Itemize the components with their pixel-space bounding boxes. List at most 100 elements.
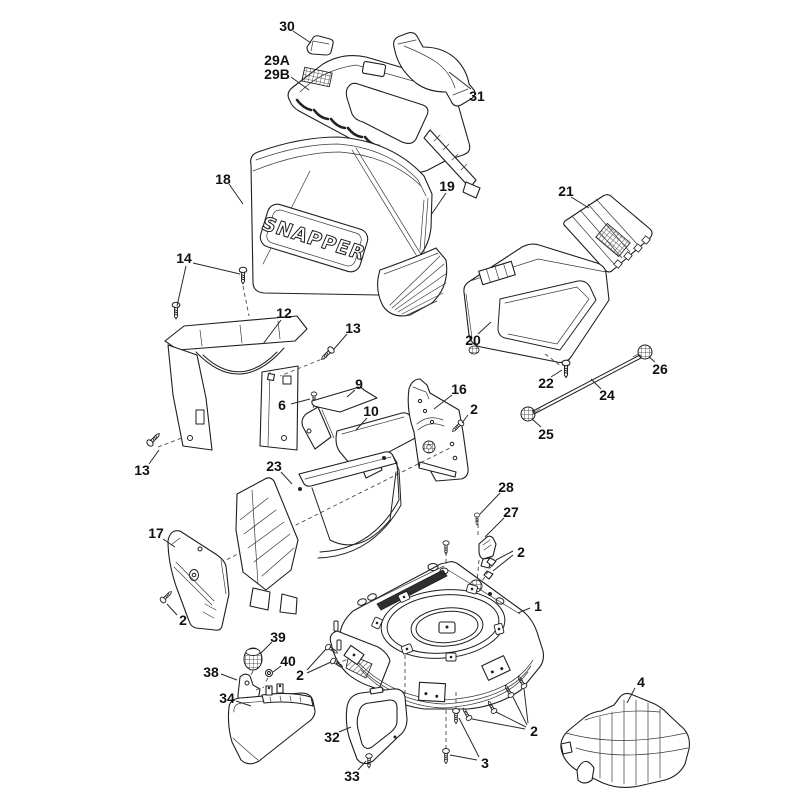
callout-6: 6 <box>278 397 286 413</box>
callout-38: 38 <box>203 664 219 680</box>
callout-2d: 2 <box>296 667 304 683</box>
callout-39: 39 <box>270 629 286 645</box>
leader-line-16 <box>433 394 453 410</box>
callout-10: 10 <box>363 403 379 419</box>
leader-line-28 <box>479 492 501 515</box>
callout-32: 32 <box>324 729 340 745</box>
leader-line-31 <box>448 71 472 90</box>
callout-24: 24 <box>599 387 615 403</box>
callout-29A: 29A <box>264 52 290 68</box>
leader-line-14 <box>176 265 187 307</box>
leader-line-2e <box>471 718 526 730</box>
leader-line-6 <box>290 398 311 405</box>
part-23-engine-mount-frame <box>207 446 453 615</box>
leader-line-29B <box>290 76 310 91</box>
leader-line-4 <box>626 687 636 704</box>
callout-34: 34 <box>219 690 235 706</box>
leader-line-30 <box>292 30 312 44</box>
callout-17: 17 <box>148 525 164 541</box>
part-3-screws <box>442 692 460 765</box>
leader-line-2d <box>306 648 327 671</box>
callout-27: 27 <box>503 504 519 520</box>
part-22-screw <box>561 359 571 379</box>
callout-16: 16 <box>451 381 467 397</box>
callout-13b: 13 <box>134 462 150 478</box>
leader-line-40 <box>272 665 282 673</box>
leader-line-2e <box>495 711 527 728</box>
callout-2b: 2 <box>517 544 525 560</box>
callout-31: 31 <box>469 88 485 104</box>
leader-line-34 <box>235 700 252 707</box>
part-17-side-plate-left <box>167 530 230 631</box>
callout-33: 33 <box>344 768 360 784</box>
leader-line-14 <box>192 262 241 275</box>
part-14-screws <box>171 266 250 320</box>
leader-line-18 <box>228 183 244 205</box>
callout-18: 18 <box>215 171 231 187</box>
leader-line-24 <box>590 378 602 390</box>
leader-line-12 <box>262 319 282 345</box>
part-32-chute-frame <box>345 686 408 765</box>
callout-12: 12 <box>276 305 292 321</box>
part-13-screws <box>145 345 336 448</box>
leader-line-2e <box>523 688 529 724</box>
part-21-rear-panel <box>563 194 653 273</box>
callout-29B: 29B <box>264 66 290 82</box>
leader-line-26 <box>648 356 656 363</box>
leader-line-2c <box>166 603 178 616</box>
leader-line-3 <box>449 754 478 761</box>
leader-line-13a <box>333 333 348 350</box>
part-12-rear-baffle <box>164 315 308 451</box>
part-2-clips <box>480 557 497 584</box>
callout-22: 22 <box>538 375 554 391</box>
leader-line-19 <box>430 192 447 216</box>
callout-40: 40 <box>280 653 296 669</box>
callout-28: 28 <box>498 479 514 495</box>
part-19-bag-frame <box>377 247 448 317</box>
callout-2e: 2 <box>530 723 538 739</box>
leader-line-32 <box>338 726 352 733</box>
leader-line-33 <box>357 760 367 771</box>
callout-4: 4 <box>637 674 645 690</box>
part-18-grass-bag: SNAPPER <box>250 136 433 297</box>
part-40-nut <box>263 669 273 685</box>
leader-line-9 <box>346 389 356 398</box>
part-4-mulch-plug <box>560 692 690 789</box>
leader-line-20 <box>477 321 492 335</box>
leader-line-10 <box>355 417 368 431</box>
leader-line-1 <box>517 607 531 614</box>
callout-14: 14 <box>176 250 192 266</box>
callout-20: 20 <box>465 332 481 348</box>
callout-26: 26 <box>652 361 668 377</box>
part-28-screw <box>473 512 481 537</box>
part-16-side-plate-right <box>407 378 469 482</box>
callout-2a: 2 <box>470 401 478 417</box>
leader-line-22 <box>550 369 563 378</box>
callout-3: 3 <box>481 755 489 771</box>
callout-1: 1 <box>534 598 542 614</box>
callout-30: 30 <box>279 18 295 34</box>
part-20-rear-cover <box>463 243 610 367</box>
lid-emblem <box>301 66 333 88</box>
leader-line-17 <box>162 538 176 548</box>
leader-line-39 <box>259 641 273 655</box>
leader-line-3 <box>458 717 480 758</box>
part-26-spring <box>632 344 653 360</box>
callout-13a: 13 <box>345 320 361 336</box>
leader-line-2d <box>306 661 332 674</box>
callout-9: 9 <box>355 376 363 392</box>
callout-23: 23 <box>266 458 282 474</box>
leader-line-27 <box>484 517 505 538</box>
part-9-bracket <box>301 386 378 450</box>
leader-line-25 <box>531 418 542 428</box>
part-34-mulch-cover <box>227 683 316 765</box>
leader-line-21 <box>570 196 590 209</box>
part-1-mower-deck <box>329 540 545 748</box>
callout-2c: 2 <box>179 612 187 628</box>
part-31-lid-handle <box>393 32 476 107</box>
part-25-spring <box>520 406 541 422</box>
part-24-rod <box>532 354 642 415</box>
